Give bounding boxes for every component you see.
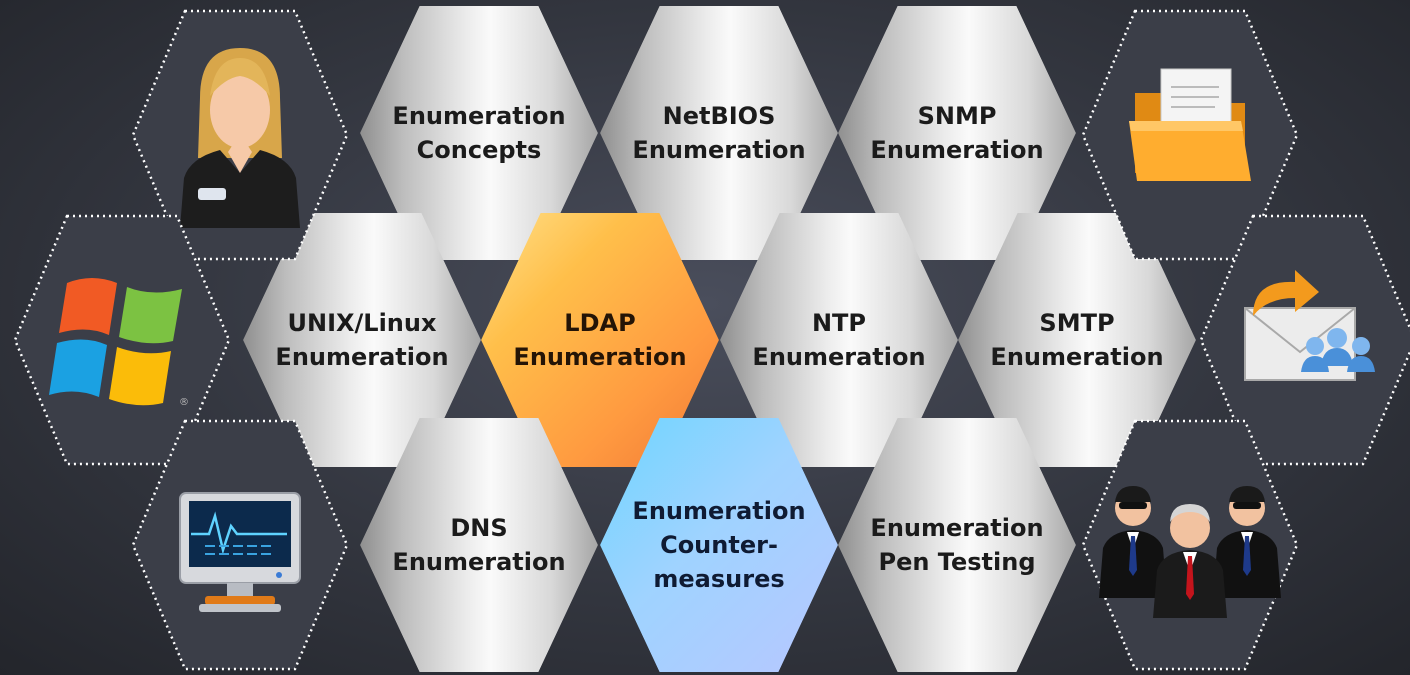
hex-label: NetBIOS Enumeration: [632, 102, 806, 164]
icon-hex-folder: [1080, 8, 1300, 262]
hex-label: LDAP Enumeration: [513, 309, 687, 371]
hex-label: SMTP Enumeration: [990, 309, 1164, 371]
hex-label: Enumeration Concepts: [392, 102, 566, 164]
icon-hex-email: [1198, 213, 1410, 467]
folder-icon: [1129, 68, 1251, 181]
svg-text:®: ®: [179, 397, 189, 408]
monitor-icon: [179, 492, 301, 612]
hex-label: NTP Enumeration: [752, 309, 926, 371]
hex-label: UNIX/Linux Enumeration: [275, 309, 449, 371]
hex-label: Enumeration Pen Testing: [870, 514, 1044, 576]
windows-logo-icon: ®: [49, 278, 189, 408]
user-icon: [180, 48, 300, 228]
email-group-icon: [1244, 270, 1375, 381]
agents-group-icon: [1099, 486, 1281, 618]
icon-hex-agents: [1080, 418, 1300, 672]
hex-enumeration-countermeasures[interactable]: Enumeration Counter- measures: [600, 418, 838, 672]
hex-label: SNMP Enumeration: [870, 102, 1044, 164]
hex-label: DNS Enumeration: [392, 514, 566, 576]
icon-hex-user: [130, 8, 350, 262]
hex-label: Enumeration Counter- measures: [632, 497, 806, 593]
icon-hex-monitor: [130, 418, 350, 672]
